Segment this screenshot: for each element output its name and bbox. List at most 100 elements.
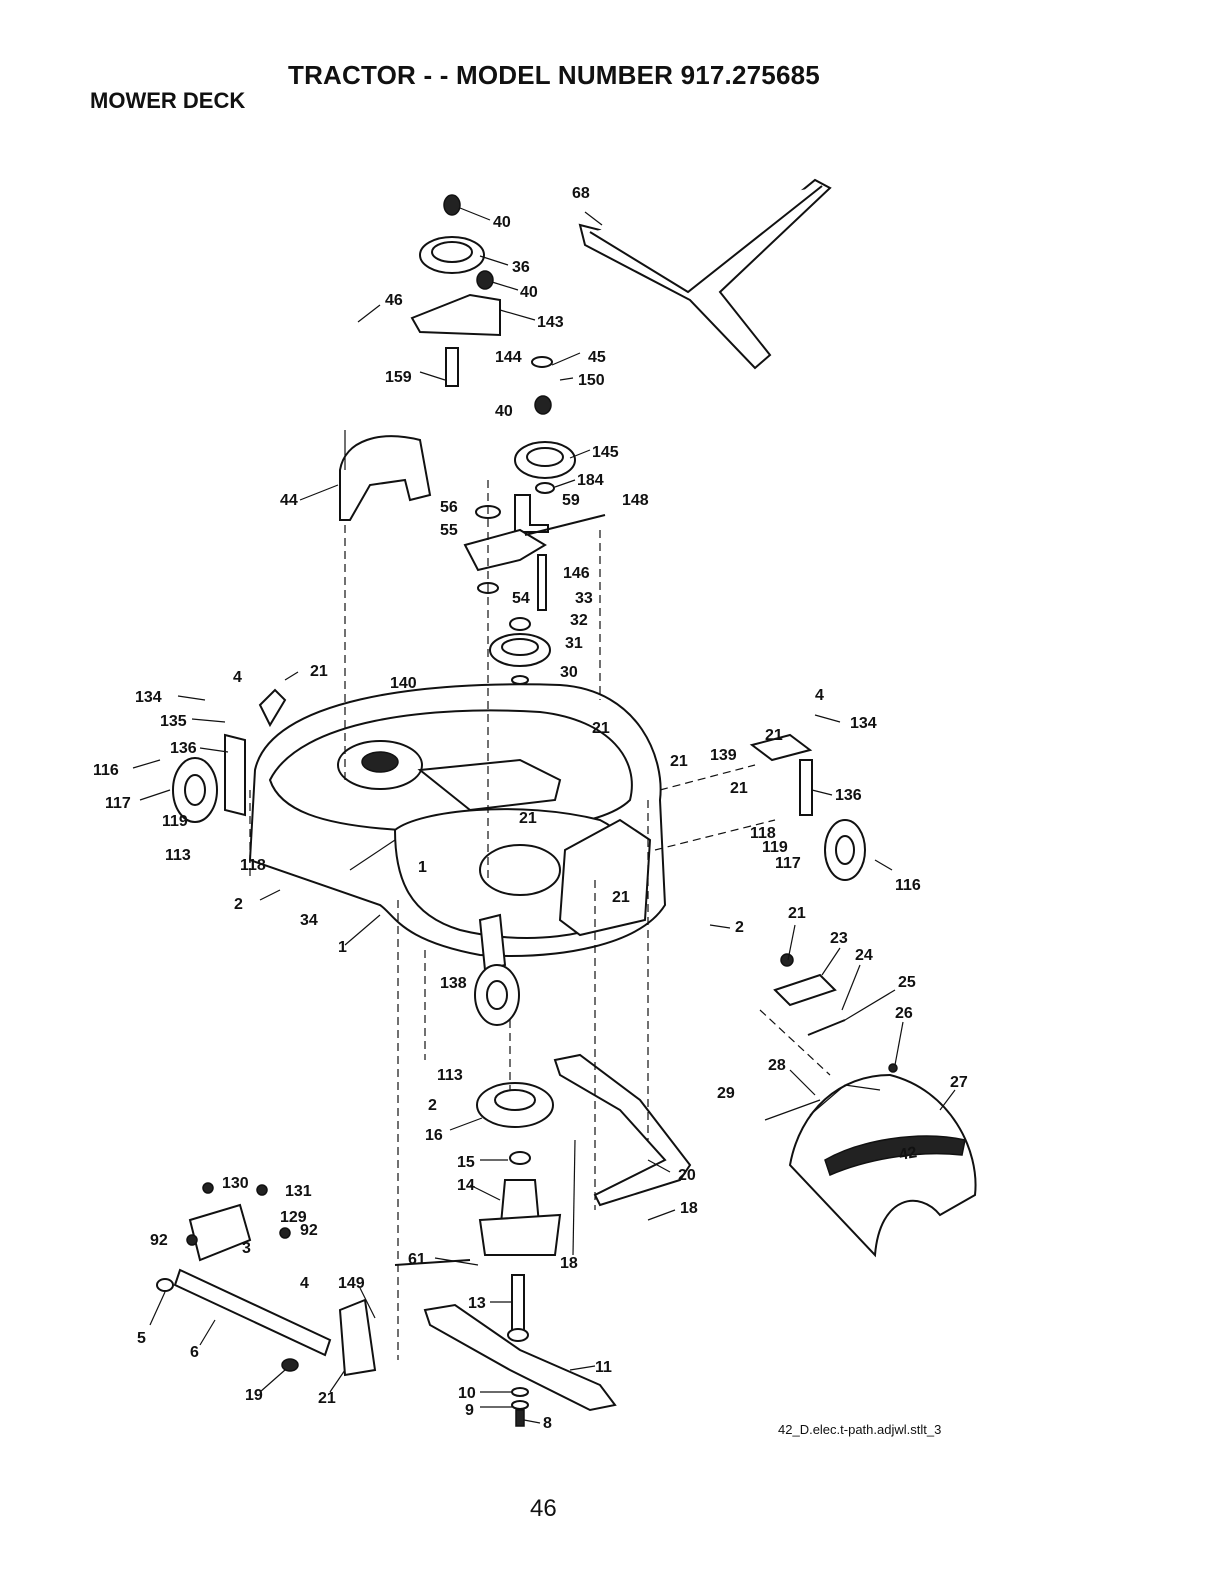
- callout-144: 144: [495, 349, 522, 366]
- callout-21: 21: [788, 905, 806, 922]
- page-number: 46: [530, 1495, 557, 1522]
- callout-16: 16: [425, 1127, 443, 1144]
- callout-40: 40: [493, 214, 511, 231]
- callout-21: 21: [765, 727, 783, 744]
- callout-13: 13: [468, 1295, 486, 1312]
- callout-34: 34: [300, 912, 318, 929]
- callout-118: 118: [240, 857, 266, 874]
- callout-54: 54: [512, 590, 530, 607]
- callout-19: 19: [245, 1387, 263, 1404]
- callout-134: 134: [135, 689, 162, 706]
- callout-31: 31: [565, 635, 583, 652]
- callout-5: 5: [137, 1330, 146, 1347]
- callout-45: 45: [588, 349, 606, 366]
- callout-6: 6: [190, 1344, 199, 1361]
- callout-9: 9: [465, 1402, 474, 1419]
- idler-pulley-stack: [514, 356, 576, 533]
- callout-55: 55: [440, 522, 458, 539]
- idler-arm: [463, 505, 606, 611]
- callout-25: 25: [898, 974, 916, 991]
- callout-labels: 40 36 40 143 144 159 45 150 40 145 184 4…: [93, 185, 968, 1432]
- callout-28: 28: [768, 1057, 786, 1074]
- callout-8: 8: [543, 1415, 552, 1432]
- callout-136: 136: [835, 787, 862, 804]
- callout-140: 140: [390, 675, 417, 692]
- callout-15: 15: [457, 1154, 475, 1171]
- callout-20: 20: [678, 1167, 696, 1184]
- callout-149: 149: [338, 1275, 365, 1292]
- callout-4: 4: [815, 687, 824, 704]
- callout-40: 40: [520, 284, 538, 301]
- callout-2: 2: [234, 896, 243, 913]
- callout-138: 138: [440, 975, 467, 992]
- callout-leaders: [132, 207, 956, 1424]
- callout-21: 21: [519, 810, 537, 827]
- callout-40: 40: [495, 403, 513, 420]
- callout-113: 113: [165, 847, 191, 864]
- callout-131: 131: [285, 1183, 312, 1200]
- callout-113: 113: [437, 1067, 463, 1084]
- belt-guard: [339, 430, 432, 521]
- mower-blade: [423, 1303, 617, 1427]
- callout-117: 117: [775, 855, 801, 872]
- callout-27: 27: [950, 1074, 968, 1091]
- callout-119: 119: [762, 839, 788, 856]
- callout-117: 117: [105, 795, 131, 812]
- callout-148: 148: [622, 492, 649, 509]
- callout-1: 1: [418, 859, 427, 876]
- front-gauge-wheel: [474, 913, 520, 1026]
- callout-46: 46: [385, 292, 403, 309]
- callout-150: 150: [578, 372, 605, 389]
- deck-size-decal: 42: [898, 1144, 919, 1164]
- callout-26: 26: [895, 1005, 913, 1022]
- mower-deck-housing: [248, 683, 667, 957]
- callout-1: 1: [338, 939, 347, 956]
- callout-92: 92: [150, 1232, 168, 1249]
- callout-18: 18: [680, 1200, 698, 1217]
- callout-32: 32: [570, 612, 588, 629]
- callout-135: 135: [160, 713, 187, 730]
- callout-116: 116: [93, 762, 119, 779]
- callout-143: 143: [537, 314, 564, 331]
- callout-139: 139: [710, 747, 737, 764]
- callout-11: 11: [595, 1359, 612, 1376]
- callout-136: 136: [170, 740, 197, 757]
- callout-3: 3: [242, 1240, 251, 1257]
- callout-68: 68: [572, 185, 590, 202]
- callout-18: 18: [560, 1255, 578, 1272]
- deflector-hinge-bracket: [764, 953, 898, 1121]
- callout-134: 134: [850, 715, 877, 732]
- callout-23: 23: [830, 930, 848, 947]
- center-pulley: [489, 617, 551, 685]
- callout-2: 2: [735, 919, 744, 936]
- callout-145: 145: [592, 444, 619, 461]
- left-gauge-wheel: [172, 688, 287, 823]
- callout-21: 21: [592, 720, 610, 737]
- top-idler-assembly: [410, 194, 501, 387]
- drawing-code: 42_D.elec.t-path.adjwl.stlt_3: [778, 1422, 942, 1437]
- drive-belt: [578, 178, 832, 370]
- callout-21: 21: [310, 663, 328, 680]
- callout-146: 146: [563, 565, 590, 582]
- callout-59: 59: [562, 492, 580, 509]
- callout-21: 21: [612, 889, 630, 906]
- page-title: TRACTOR - - MODEL NUMBER 917.275685: [288, 60, 820, 90]
- callout-10: 10: [458, 1385, 476, 1402]
- callout-119: 119: [162, 813, 188, 830]
- deck-stabilizer-bracket: [553, 1053, 692, 1207]
- callout-4: 4: [233, 669, 242, 686]
- callout-21: 21: [670, 753, 688, 770]
- callout-92: 92: [300, 1222, 318, 1239]
- assembly-lines: [249, 480, 831, 1360]
- callout-116: 116: [895, 877, 921, 894]
- callout-184: 184: [577, 472, 604, 489]
- callout-21: 21: [730, 780, 748, 797]
- discharge-chute-deflector: 42: [788, 1073, 977, 1258]
- callout-14: 14: [457, 1177, 475, 1194]
- callout-130: 130: [222, 1175, 249, 1192]
- callout-4: 4: [300, 1275, 309, 1292]
- callout-61: 61: [408, 1251, 426, 1268]
- callout-21: 21: [318, 1390, 336, 1407]
